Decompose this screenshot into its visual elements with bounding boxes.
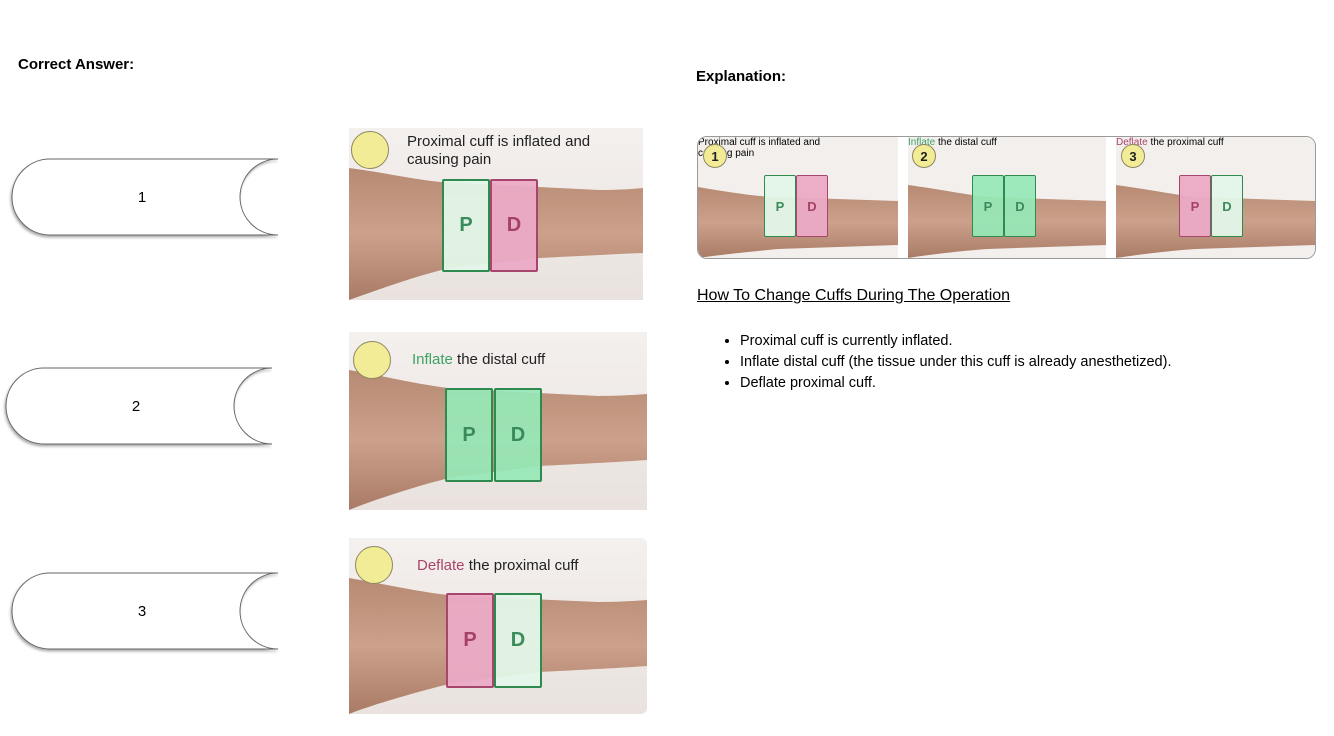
step-marker-icon <box>355 546 393 584</box>
explanation-image-strip: 1 Proximal cuff is inflated and causing … <box>697 136 1316 259</box>
proximal-cuff: P <box>764 175 796 237</box>
explanation-bullet-list: Proximal cuff is currently inflated. Inf… <box>718 331 1171 394</box>
answer-slot-1[interactable]: 1 <box>10 157 279 237</box>
step-caption: Inflate the distal cuff <box>412 351 546 368</box>
panel-caption: Inflate the distal cuff <box>908 137 997 148</box>
explanation-panel-1: 1 Proximal cuff is inflated and causing … <box>698 137 898 258</box>
slot-number: 3 <box>137 602 147 620</box>
distal-cuff: D <box>1004 175 1036 237</box>
distal-cuff: D <box>490 179 538 272</box>
proximal-cuff: P <box>1179 175 1211 237</box>
slot-shape <box>5 367 273 445</box>
step-caption: Proximal cuff is inflated and causing pa… <box>407 133 591 168</box>
slot-number: 1 <box>137 188 147 206</box>
correct-answer-heading: Correct Answer: <box>18 56 135 73</box>
distal-cuff: D <box>796 175 828 237</box>
step-card-inflate-distal[interactable]: Inflate the distal cuff P D <box>349 332 647 510</box>
proximal-cuff: P <box>442 179 490 272</box>
step-number-icon: 3 <box>1121 144 1145 168</box>
explanation-panel-2: 2 Inflate the distal cuff P D <box>908 137 1106 258</box>
step-marker-icon <box>351 131 389 169</box>
distal-cuff: D <box>494 388 542 482</box>
step-number-icon: 2 <box>912 144 936 168</box>
list-item: Deflate proximal cuff. <box>740 373 1171 394</box>
step-caption: Deflate the proximal cuff <box>417 557 579 574</box>
slot-shape <box>11 158 279 236</box>
proximal-cuff: P <box>972 175 1004 237</box>
step-card-proximal-inflated[interactable]: Proximal cuff is inflated and causing pa… <box>349 128 643 300</box>
slot-shape <box>11 572 279 650</box>
answer-slot-3[interactable]: 3 <box>10 571 279 651</box>
step-marker-icon <box>353 341 391 379</box>
explanation-subheading: How To Change Cuffs During The Operation <box>697 287 1011 304</box>
explanation-panel-3: 3 Deflate the proximal cuff P D <box>1116 137 1315 258</box>
slot-number: 2 <box>131 397 141 415</box>
panel-caption: Deflate the proximal cuff <box>1116 137 1224 148</box>
step-card-deflate-proximal[interactable]: Deflate the proximal cuff P D <box>349 538 647 714</box>
proximal-cuff: P <box>446 593 494 688</box>
list-item: Inflate distal cuff (the tissue under th… <box>740 352 1171 373</box>
proximal-cuff: P <box>445 388 493 482</box>
distal-cuff: D <box>1211 175 1243 237</box>
list-item: Proximal cuff is currently inflated. <box>740 331 1171 352</box>
distal-cuff: D <box>494 593 542 688</box>
explanation-heading: Explanation: <box>696 68 787 85</box>
step-number-icon: 1 <box>703 144 727 168</box>
answer-slot-2[interactable]: 2 <box>4 366 273 446</box>
